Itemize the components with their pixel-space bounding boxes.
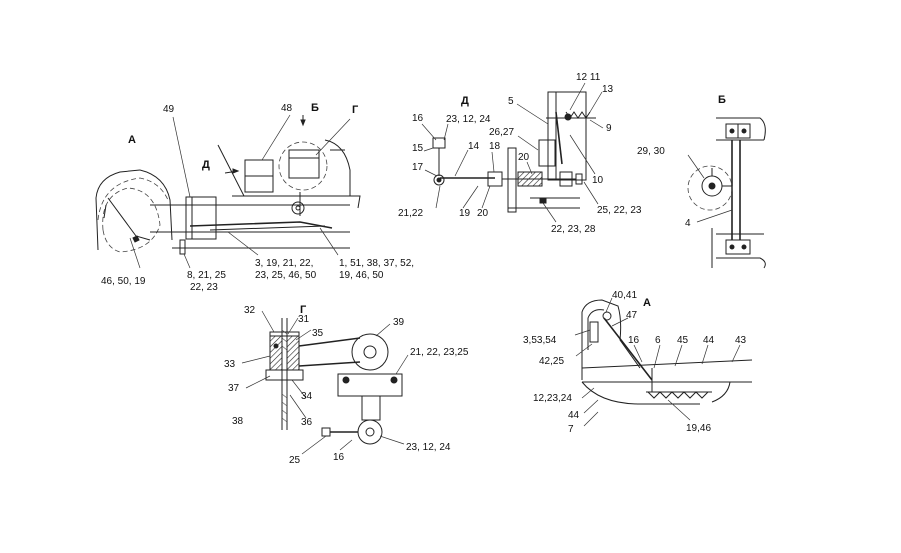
main-label-g: Г: [352, 104, 359, 116]
view-d-title: Д: [461, 95, 469, 107]
view-d-label-12-11: 12 11: [576, 72, 601, 83]
view-d-label-21-22: 21,22: [398, 208, 423, 219]
view-b: Б 29, 30 4: [637, 94, 766, 269]
view-a-title: А: [643, 297, 651, 309]
main-label-48: 48: [281, 103, 293, 114]
view-a-label-42-25: 42,25: [539, 356, 564, 367]
view-g-label-23-12-24: 23, 12, 24: [406, 442, 451, 453]
view-d-label-19: 19: [459, 208, 471, 219]
view-g-label-34: 34: [301, 391, 313, 402]
view-d-label-13: 13: [602, 84, 614, 95]
view-g-label-37: 37: [228, 383, 240, 394]
view-a-label-3-53-54: 3,53,54: [523, 335, 557, 346]
view-g-label-33: 33: [224, 359, 236, 370]
view-g-label-16: 16: [333, 452, 345, 463]
view-g-label-31: 31: [298, 314, 310, 325]
view-b-label-29-30: 29, 30: [637, 146, 665, 157]
view-g-label-39: 39: [393, 317, 405, 328]
view-d-label-22-23-28: 22, 23, 28: [551, 224, 596, 235]
main-label-3-19-21-22: 3, 19, 21, 22,: [255, 258, 313, 269]
main-label-b: Б: [311, 102, 319, 114]
view-b-label-4: 4: [685, 218, 691, 229]
main-label-8-21-25: 8, 21, 25: [187, 270, 226, 281]
view-a-label-7: 7: [568, 424, 574, 435]
view-d-label-10: 10: [592, 175, 604, 186]
view-g-title: Г: [300, 304, 307, 316]
view-g: Г 32: [224, 304, 469, 466]
view-a-label-16: 16: [628, 335, 640, 346]
view-d-label-26-27: 26,27: [489, 127, 514, 138]
view-g-label-36: 36: [301, 417, 313, 428]
main-label-d: Д: [202, 159, 210, 171]
main-label-22-23: 22, 23: [190, 282, 218, 293]
view-d-label-16: 16: [412, 113, 424, 124]
view-a-label-44-bottom: 44: [568, 410, 580, 421]
view-a-label-44-top: 44: [703, 335, 715, 346]
view-d-label-9: 9: [606, 123, 612, 134]
view-d-label-20-top: 20: [518, 152, 530, 163]
main-label-49: 49: [163, 104, 175, 115]
view-a-label-45: 45: [677, 335, 689, 346]
main-label-46-50-19: 46, 50, 19: [101, 276, 146, 287]
view-g-label-38: 38: [232, 416, 244, 427]
view-a-label-47: 47: [626, 310, 638, 321]
view-a-label-43: 43: [735, 335, 747, 346]
main-label-19-46-50: 19, 46, 50: [339, 270, 384, 281]
view-d: Д: [398, 72, 642, 235]
view-d-label-14: 14: [468, 141, 480, 152]
main-label-a: А: [128, 134, 136, 146]
view-g-label-21-22-23-25: 21, 22, 23,25: [410, 347, 469, 358]
view-d-label-5: 5: [508, 96, 514, 107]
main-label-1-51-38-37-52: 1, 51, 38, 37, 52,: [339, 258, 414, 269]
view-g-label-35: 35: [312, 328, 324, 339]
view-g-label-32: 32: [244, 305, 256, 316]
view-d-label-15: 15: [412, 143, 424, 154]
view-a: А 40,41 47 3,53,54 16 6 45: [523, 290, 753, 435]
main-label-23-25-46-50: 23, 25, 46, 50: [255, 270, 317, 281]
main-assembly-view: А 49 Д 48 Б Г 46, 50, 19 8, 21, 25 22, 2…: [95, 102, 414, 293]
view-a-label-6: 6: [655, 335, 661, 346]
view-d-label-18: 18: [489, 141, 501, 152]
view-d-label-17: 17: [412, 162, 424, 173]
view-d-label-20-bottom: 20: [477, 208, 489, 219]
view-d-label-23-12-24: 23, 12, 24: [446, 114, 491, 125]
view-b-title: Б: [718, 94, 726, 106]
view-d-label-25-22-23: 25, 22, 23: [597, 205, 642, 216]
view-a-label-12-23-24: 12,23,24: [533, 393, 572, 404]
view-a-label-40-41: 40,41: [612, 290, 637, 301]
view-a-label-19-46: 19,46: [686, 423, 711, 434]
view-g-label-25: 25: [289, 455, 301, 466]
